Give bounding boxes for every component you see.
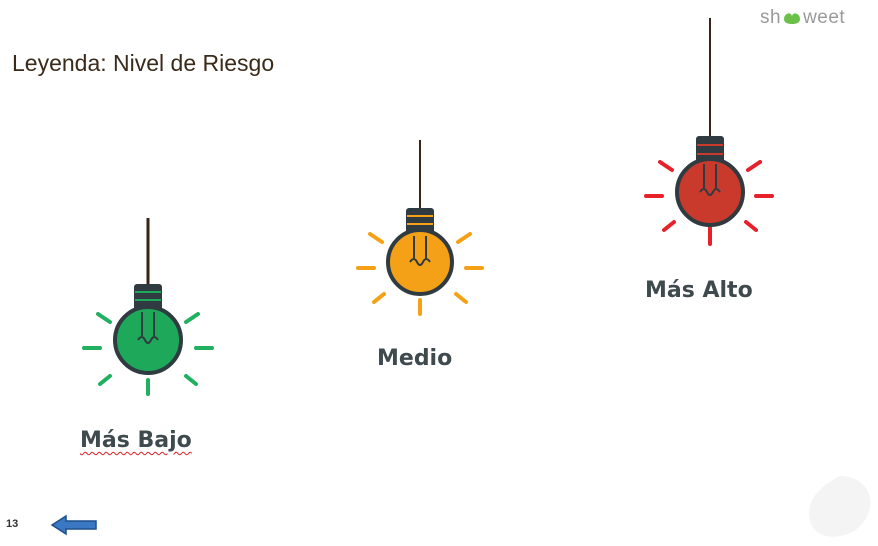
arrow-left-icon[interactable] <box>50 514 98 536</box>
brand-prefix: sh <box>760 7 782 28</box>
page-number: 13 <box>6 518 19 530</box>
level-low-label: Más Bajo <box>80 428 192 453</box>
bulb-high-icon <box>644 18 774 246</box>
level-medium-label: Medio <box>377 346 453 371</box>
brand-suffix: weet <box>803 7 846 28</box>
bulb-low-icon <box>82 218 214 396</box>
level-high-label: Más Alto <box>645 278 753 303</box>
brand-logo: sh weet <box>760 7 845 29</box>
bulb-medium-icon <box>356 140 484 316</box>
watermark-logo <box>809 476 871 537</box>
leaf-icon <box>784 13 801 24</box>
page-title: Leyenda: Nivel de Riesgo <box>12 50 275 76</box>
